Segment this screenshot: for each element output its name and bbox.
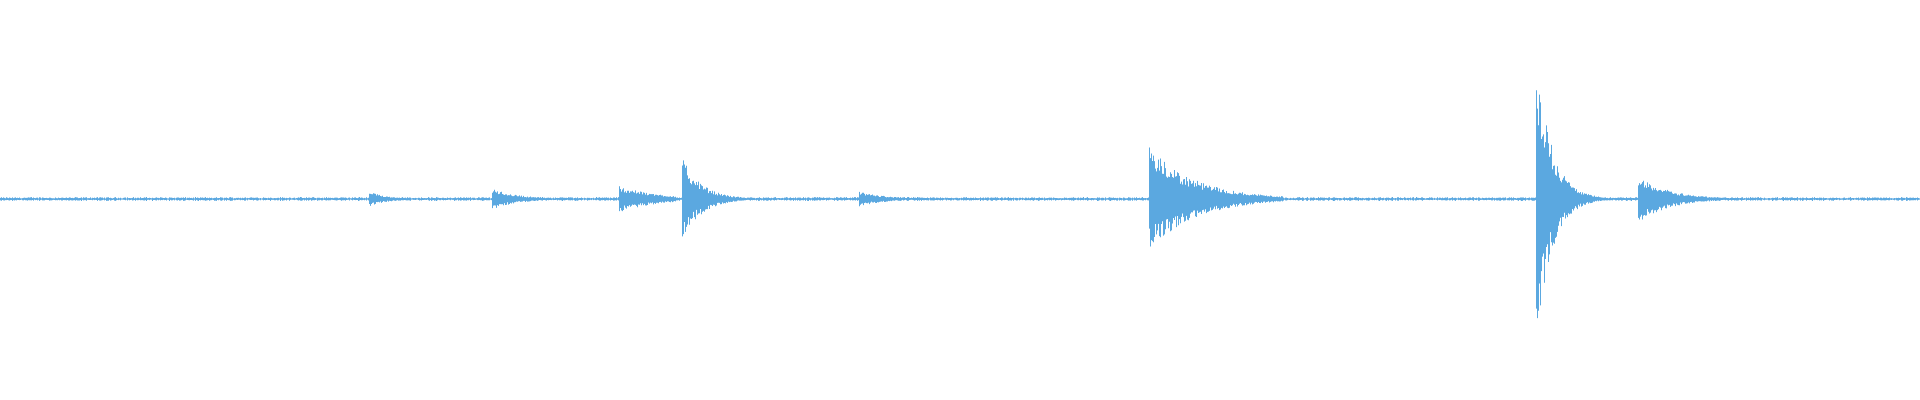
waveform-signal [0, 90, 1920, 319]
